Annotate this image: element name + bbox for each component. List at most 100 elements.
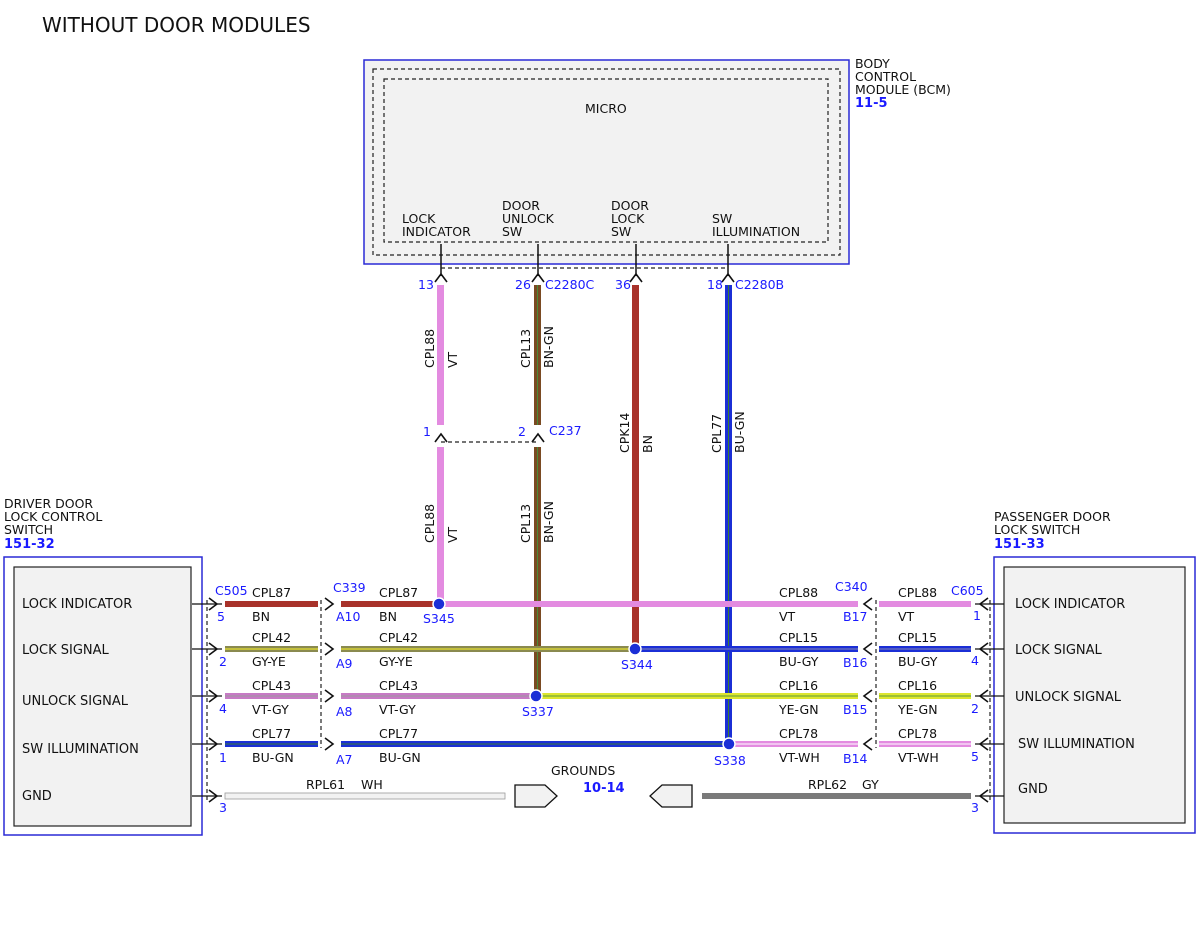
pin-number: B15 [843, 702, 867, 717]
connector-c340: C340 [835, 579, 868, 594]
wire-color: BN [252, 609, 270, 624]
grounds-label: GROUNDS [551, 763, 615, 778]
wire-color: VT [445, 351, 460, 368]
wire-circuit: CPL42 [379, 630, 418, 645]
splice-s344 [628, 642, 642, 656]
diagram-title: WITHOUT DOOR MODULES [42, 13, 311, 37]
wire-circuit: CPL43 [379, 678, 418, 693]
passenger-item-gnd: GND [1018, 782, 1048, 797]
pin-number: A10 [336, 609, 361, 624]
pin-number: B16 [843, 655, 868, 670]
passenger-name: LOCK SWITCH [994, 522, 1080, 537]
wire-circuit: CPL88 [422, 504, 437, 543]
pin-number: 13 [418, 277, 434, 292]
bcm-pin-label: SW [712, 211, 732, 226]
wire-color: GY-YE [379, 654, 413, 669]
wire-circuit: CPL43 [252, 678, 291, 693]
pin-number: 3 [219, 800, 227, 815]
wire-color: WH [361, 777, 383, 792]
wire-color: BN-GN [541, 501, 556, 543]
connector-arrow [434, 272, 735, 283]
wire-color: YE-GN [778, 702, 819, 717]
driver-item-sw-illumination: SW ILLUMINATION [22, 742, 139, 757]
pin-number: 5 [971, 749, 979, 764]
wire-labels: CPL87 BN CPL87 BN CPL88 VT CPL88 VT CPL4… [252, 585, 939, 792]
ground-connector-right [649, 784, 693, 808]
wire-rpl62 [702, 793, 971, 799]
splice-s345 [432, 597, 446, 611]
wire-color: BN-GN [541, 326, 556, 368]
pin-number: A9 [336, 656, 353, 671]
wire-color: VT [898, 609, 915, 624]
bcm-pin-label: ILLUMINATION [712, 224, 800, 239]
splice-s337 [529, 689, 543, 703]
wire-circuit: CPL87 [379, 585, 418, 600]
wire-circuit: CPL15 [779, 630, 818, 645]
splice-label: S344 [621, 657, 653, 672]
wire-cpl88-passenger [879, 601, 971, 607]
passenger-ref: 151-33 [994, 537, 1045, 552]
bcm-name: MODULE (BCM) [855, 82, 951, 97]
wire-circuit: CPL88 [779, 585, 818, 600]
pin-number: 2 [518, 424, 526, 439]
connector-c237-label: C237 [549, 423, 582, 438]
connector-c2280c: C2280C [545, 277, 595, 292]
bcm-pin-label: SW [502, 224, 522, 239]
connector-c505: C505 [215, 583, 248, 598]
wire-cpl88-bottom [437, 447, 444, 604]
bcm-name: CONTROL [855, 69, 916, 84]
pin-number: B14 [843, 751, 868, 766]
wire-color: GY [862, 777, 879, 792]
wire-color: BU-GN [379, 750, 421, 765]
wire-color: BU-GN [252, 750, 294, 765]
wire-circuit: CPL13 [518, 504, 533, 543]
wire-color: BU-GY [898, 654, 938, 669]
passenger-name: PASSENGER DOOR [994, 509, 1111, 524]
bcm-pin-label: DOOR [611, 198, 649, 213]
pin-number: 18 [707, 277, 723, 292]
wire-circuit: CPL77 [252, 726, 291, 741]
pin-number: A8 [336, 704, 353, 719]
wire-color: VT-WH [898, 750, 939, 765]
driver-name: LOCK CONTROL [4, 509, 102, 524]
bcm-pin-label: LOCK [402, 211, 436, 226]
splice-label: S337 [522, 704, 554, 719]
pin-number: 2 [971, 701, 979, 716]
wire-color: GY-YE [252, 654, 286, 669]
wire-cpl87-mid [341, 601, 438, 607]
bcm-name: BODY [855, 56, 890, 71]
wire-circuit: CPL77 [379, 726, 418, 741]
wire-circuit: CPL88 [422, 329, 437, 368]
wire-circuit: CPL42 [252, 630, 291, 645]
bcm-pin-label: LOCK [611, 211, 645, 226]
wire-color: BU-GY [779, 654, 819, 669]
wire-color: VT-GY [252, 702, 289, 717]
wire-rpl61 [224, 792, 506, 800]
wire-color: VT [445, 526, 460, 543]
connector-c605: C605 [951, 583, 984, 598]
passenger-item-lock-signal: LOCK SIGNAL [1015, 643, 1103, 658]
wire-circuit: RPL61 [306, 777, 345, 792]
connector-arrow [208, 597, 335, 803]
wire-circuit: CPK14 [617, 413, 632, 453]
splice-label: S345 [423, 611, 455, 626]
wire-circuit: CPL78 [779, 726, 818, 741]
wire-cpl88-top [437, 285, 444, 425]
wire-circuit: RPL62 [808, 777, 847, 792]
wire-circuit: CPL16 [779, 678, 818, 693]
splice-s338 [722, 737, 736, 751]
pin-number: B17 [843, 609, 867, 624]
ground-connector-left [514, 784, 558, 808]
wire-color: BU-GN [732, 411, 747, 453]
wire-color: BN [640, 435, 655, 453]
wire-circuit: CPL87 [252, 585, 291, 600]
wire-circuit: CPL77 [709, 414, 724, 453]
wire-color: VT-WH [779, 750, 820, 765]
bcm-micro-label: MICRO [585, 101, 627, 116]
splice-label: S338 [714, 753, 746, 768]
pin-number: 1 [219, 750, 227, 765]
wire-circuit: CPL13 [518, 329, 533, 368]
bcm-pin-label: INDICATOR [402, 224, 471, 239]
pin-number: 2 [219, 654, 227, 669]
passenger-item-lock-indicator: LOCK INDICATOR [1015, 597, 1125, 612]
